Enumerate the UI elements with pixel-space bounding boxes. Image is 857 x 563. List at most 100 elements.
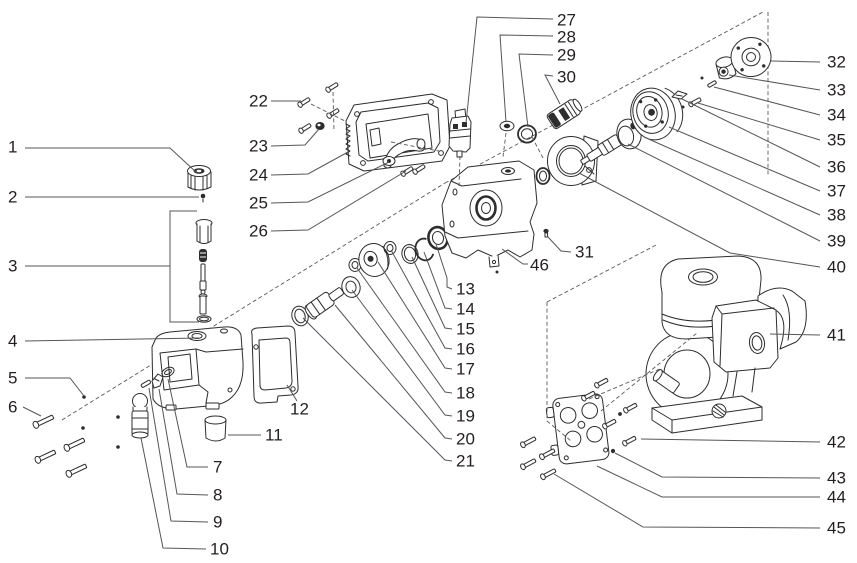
leader-line-36 <box>681 98 821 168</box>
part-gear-housing-46 <box>441 160 538 274</box>
callout-24: 24 <box>249 166 268 185</box>
leader-line-39 <box>627 143 821 242</box>
part-packing-nut <box>187 165 212 191</box>
leader-line-34 <box>713 86 821 116</box>
part-oring-bearing-40 <box>535 167 551 185</box>
callout-38: 38 <box>827 206 846 225</box>
callout-6: 6 <box>8 398 17 417</box>
leader-line-45 <box>553 473 821 529</box>
callout-43: 43 <box>827 469 846 488</box>
callout-46: 46 <box>530 256 549 275</box>
callout-10: 10 <box>210 540 229 559</box>
callout-28: 28 <box>557 28 576 47</box>
part-nut-19 <box>341 276 361 298</box>
callout-7: 7 <box>213 458 222 477</box>
callout-29: 29 <box>557 46 576 65</box>
leader-line-6 <box>22 406 42 417</box>
callout-18: 18 <box>456 384 475 403</box>
part-valve-fitting-30 <box>546 98 583 130</box>
callout-21: 21 <box>456 452 475 471</box>
part-seal-oval <box>161 366 175 378</box>
leader-line-19 <box>351 289 453 417</box>
callout-34: 34 <box>827 106 846 125</box>
leader-line-25 <box>270 161 390 204</box>
part-washer-28 <box>499 120 515 132</box>
part-mount-plate-44 <box>545 393 610 465</box>
callout-2: 2 <box>8 188 17 207</box>
mount-screws-left <box>520 436 557 481</box>
leader-line-31 <box>547 236 572 253</box>
leader-line-18 <box>356 267 453 394</box>
leader-line-23 <box>270 128 320 147</box>
leader-line-32 <box>770 60 821 63</box>
leader-line-40 <box>578 172 821 268</box>
callout-33: 33 <box>827 81 846 100</box>
construction-guides-under <box>61 11 769 421</box>
leader-line-43 <box>614 452 821 479</box>
part-clutch-drum-37-38 <box>630 87 684 141</box>
callout-15: 15 <box>456 320 475 339</box>
callout-32: 32 <box>827 53 846 72</box>
mount-screws-right <box>581 377 638 454</box>
callout-19: 19 <box>456 407 475 426</box>
part-ring-16 <box>383 241 397 255</box>
leader-line-3 <box>169 210 199 323</box>
callout-9: 9 <box>213 513 222 532</box>
callout-36: 36 <box>827 158 846 177</box>
part-pump-manifold <box>151 326 244 411</box>
callout-16: 16 <box>456 340 475 359</box>
callout-layer: 1234567891011121314151617181920212223242… <box>8 11 846 559</box>
part-engine-41 <box>645 255 807 434</box>
leader-line-30 <box>544 74 561 105</box>
callout-39: 39 <box>827 232 846 251</box>
leader-line-14 <box>423 251 453 310</box>
leader-line-37 <box>668 126 821 192</box>
part-pressure-transducer-27 <box>448 108 472 158</box>
leader-line-20 <box>334 304 453 440</box>
part-grommet-23 <box>315 122 325 130</box>
part-engine-flange-32 <box>730 36 772 78</box>
part-seal-29 <box>517 124 537 144</box>
leader-line-28 <box>499 34 554 123</box>
part-pin-34 <box>707 80 717 88</box>
callout-25: 25 <box>249 194 268 213</box>
callout-35: 35 <box>827 131 846 150</box>
part-piston-rod-stack <box>195 219 213 323</box>
leader-line-38 <box>643 136 821 216</box>
callout-17: 17 <box>456 360 475 379</box>
part-retaining-ring-14 <box>414 237 435 262</box>
leader-line-21 <box>302 317 453 462</box>
part-bearing-housing-40 <box>547 135 599 186</box>
callout-20: 20 <box>456 430 475 449</box>
callout-37: 37 <box>827 182 846 201</box>
callout-14: 14 <box>456 300 475 319</box>
callout-12: 12 <box>290 400 309 419</box>
callout-23: 23 <box>249 137 268 156</box>
part-bushing-33 <box>715 56 737 80</box>
callout-27: 27 <box>557 11 576 30</box>
callout-8: 8 <box>213 486 222 505</box>
leader-line-12 <box>286 384 298 402</box>
leader-line-4 <box>24 337 201 342</box>
leader-line-35 <box>697 102 821 141</box>
part-gasket-plate <box>251 325 299 404</box>
part-ball-small <box>700 76 704 80</box>
leader-line-42 <box>640 438 821 443</box>
leader-line-8 <box>158 388 209 496</box>
leader-line-26 <box>270 170 407 232</box>
leader-line-41 <box>769 333 821 336</box>
leader-line-1 <box>25 147 198 174</box>
part-control-box-24 <box>345 93 451 172</box>
callout-4: 4 <box>8 332 17 351</box>
part-key-36 <box>671 90 688 100</box>
callout-45: 45 <box>827 519 846 538</box>
leader-line-33 <box>728 74 821 91</box>
callout-44: 44 <box>827 488 846 507</box>
callout-22: 22 <box>249 92 268 111</box>
leader-line-44 <box>596 465 820 498</box>
callout-40: 40 <box>827 258 846 277</box>
part-pin <box>140 379 152 388</box>
callout-41: 41 <box>827 326 846 345</box>
part-ball-small <box>681 105 685 109</box>
leader-line-9 <box>148 387 209 523</box>
